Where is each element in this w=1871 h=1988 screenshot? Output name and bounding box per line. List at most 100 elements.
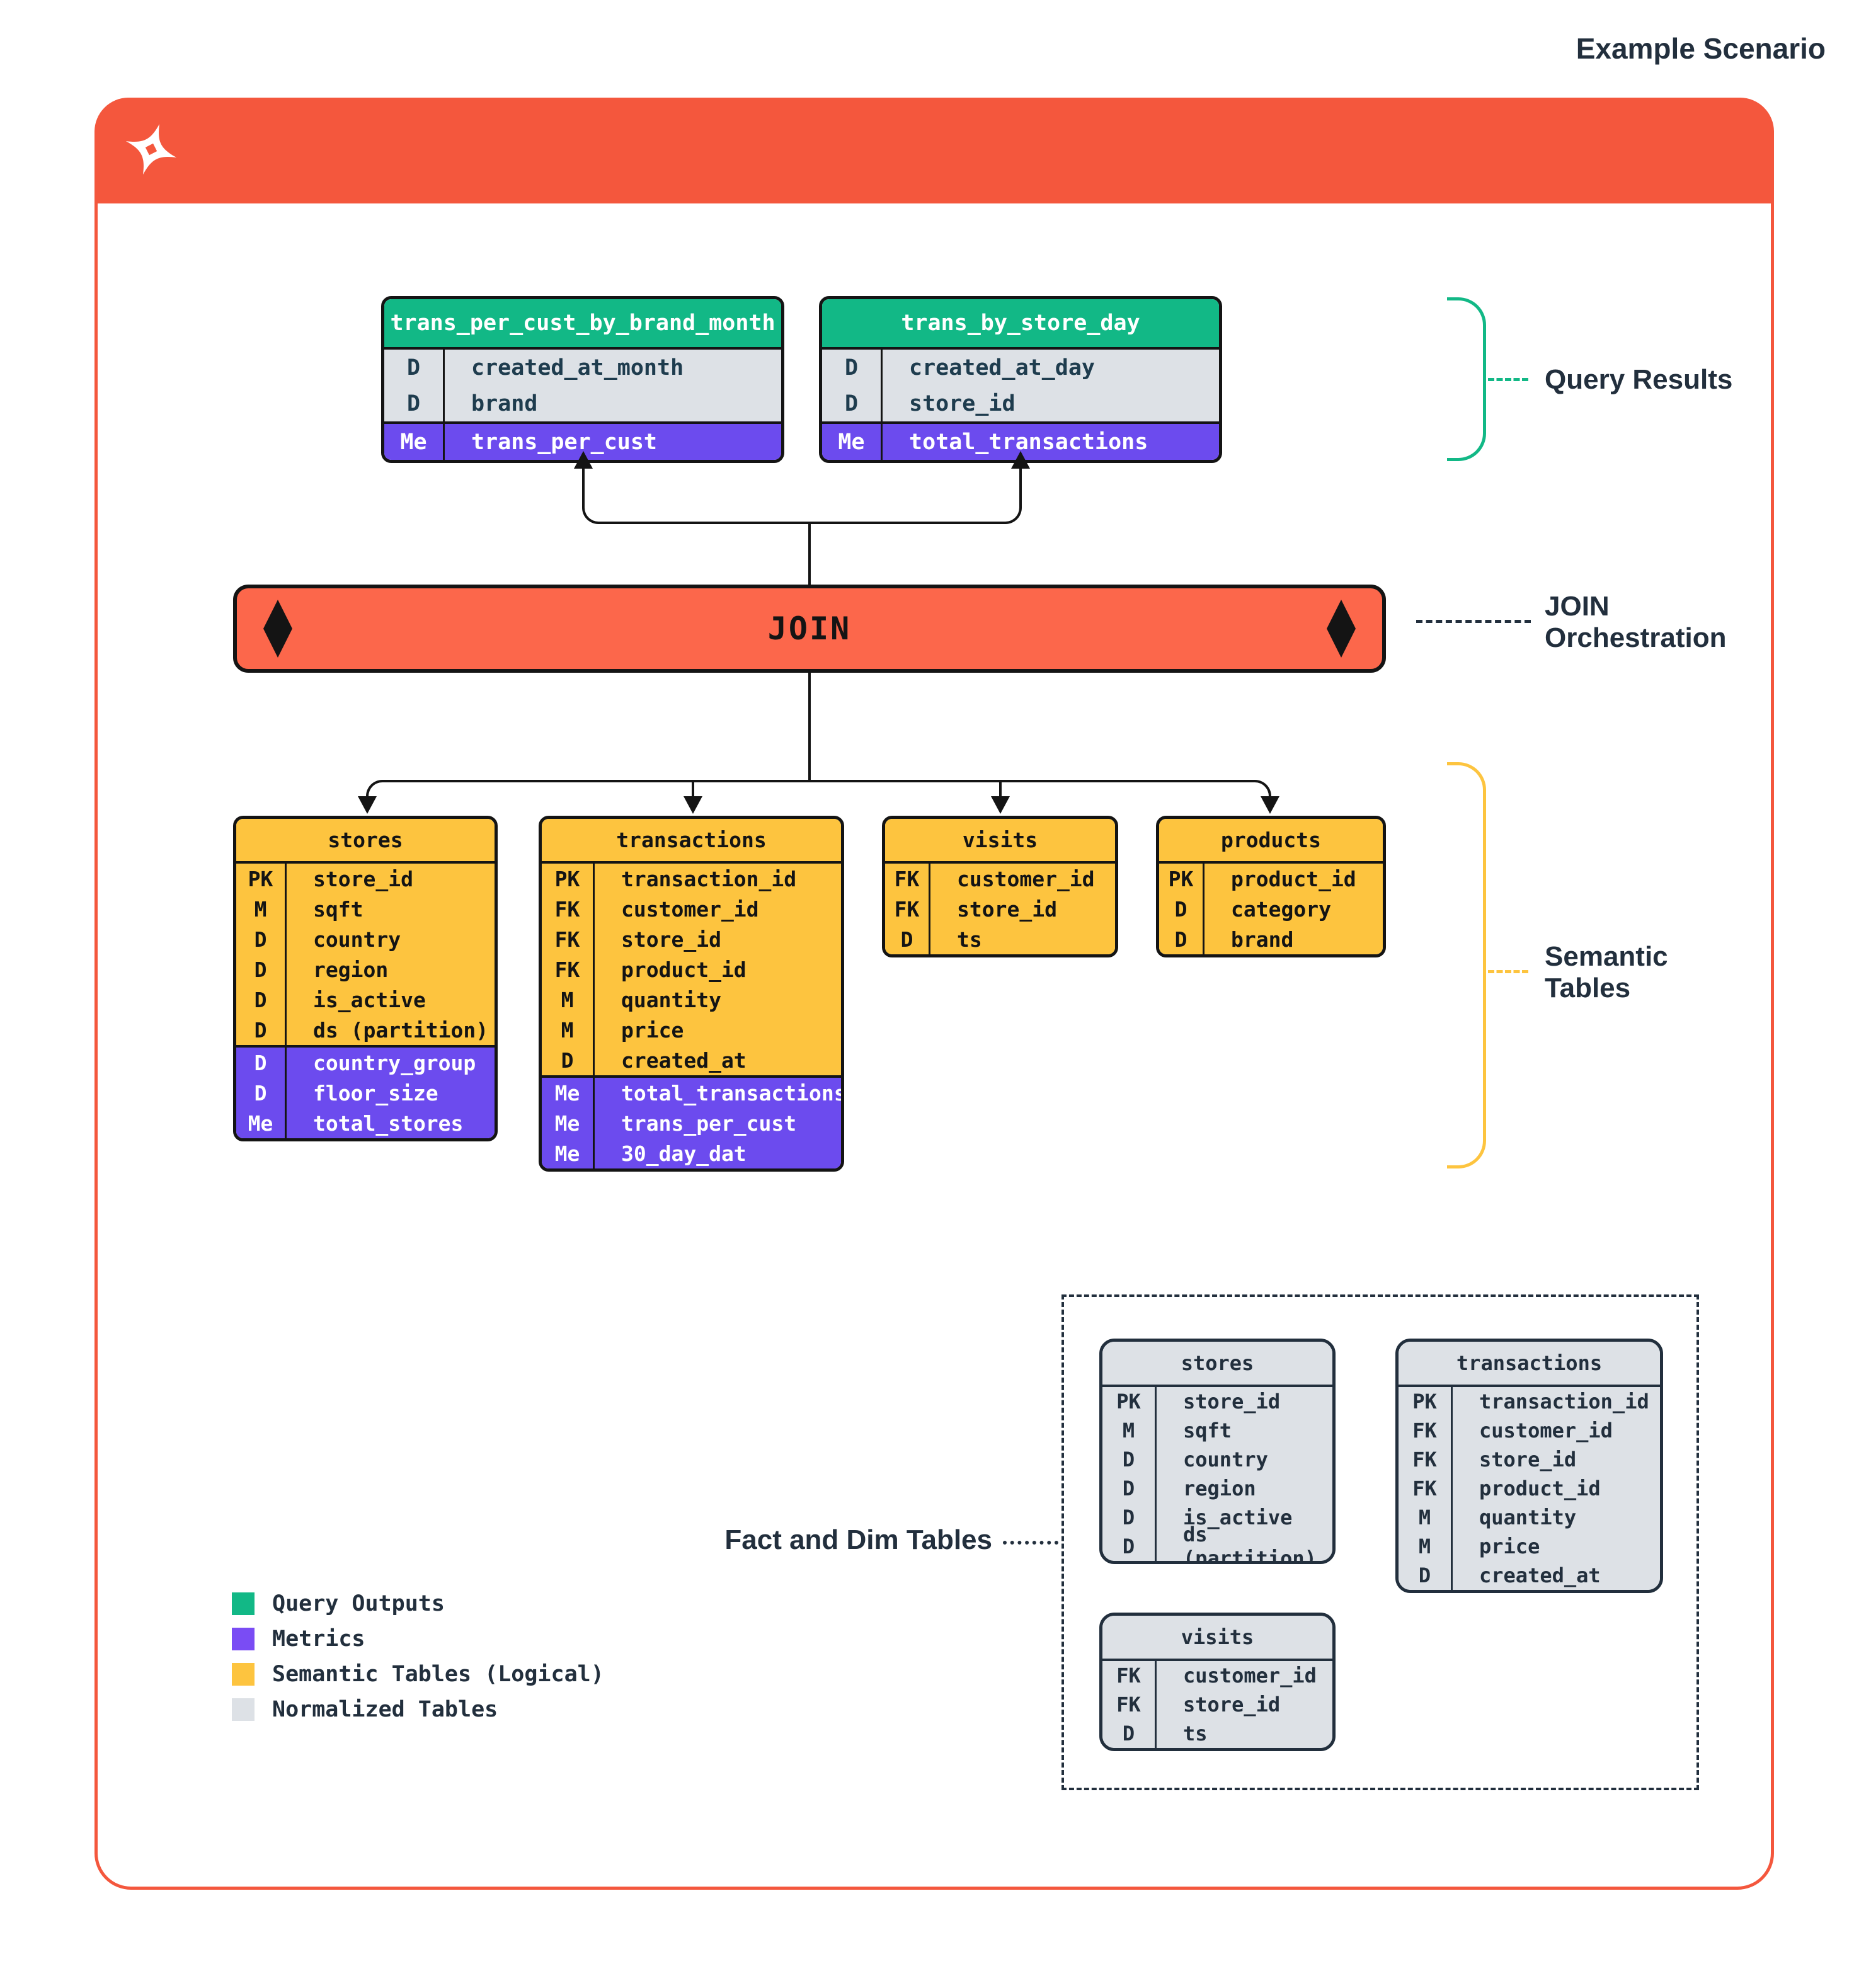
row-key: FK	[1412, 1448, 1437, 1471]
row-name: region	[313, 957, 389, 982]
bracket-semantic-tables	[1447, 762, 1486, 1168]
arrowhead-to-products	[1261, 796, 1279, 814]
row-key: FK	[554, 896, 580, 922]
row-name: ds (partition)	[1183, 1522, 1317, 1564]
row-key: D	[1122, 1448, 1135, 1471]
legend-item: Metrics	[232, 1621, 604, 1657]
table-title: visits	[1102, 1616, 1332, 1659]
row-key: D	[900, 927, 913, 952]
legend-swatch	[232, 1663, 255, 1686]
row-key: M	[561, 1017, 574, 1043]
row-key: D	[406, 391, 421, 416]
row-name: quantity	[1479, 1505, 1577, 1529]
legend-swatch	[232, 1592, 255, 1615]
row-key: FK	[1412, 1477, 1437, 1500]
connector-join-stem-down	[808, 673, 811, 781]
row-key: PK	[1412, 1390, 1437, 1414]
row-name: quantity	[621, 987, 721, 1012]
page-title: Example Scenario	[1576, 32, 1826, 65]
row-key: FK	[554, 957, 580, 982]
arrowhead-to-transactions	[684, 796, 702, 814]
connector-join-stem-up	[808, 523, 811, 586]
row-key: FK	[1412, 1419, 1437, 1442]
row-key: D	[1174, 927, 1187, 952]
row-key: D	[254, 957, 267, 982]
row-name: price	[1479, 1534, 1540, 1558]
connector-join-to-results	[582, 467, 1022, 524]
row-key: M	[1418, 1534, 1431, 1558]
table-title: transactions	[542, 819, 841, 861]
row-name: total_stores	[313, 1111, 464, 1136]
dashed-connector-query-results	[1488, 378, 1528, 381]
table-title: visits	[885, 819, 1115, 861]
row-name: created_at	[1479, 1563, 1601, 1587]
row-key: M	[561, 987, 574, 1012]
row-key: Me	[554, 1111, 580, 1136]
row-name: total_transactions	[909, 429, 1148, 455]
label-fact-and-dim: Fact and Dim Tables	[724, 1524, 992, 1555]
row-key: D	[1122, 1722, 1135, 1745]
row-name: created_at_day	[909, 355, 1096, 380]
row-name: total_transactions	[621, 1080, 844, 1105]
row-name: product_id	[621, 957, 747, 982]
row-name: country_group	[313, 1050, 476, 1075]
row-name: customer_id	[957, 866, 1095, 891]
row-key: D	[844, 355, 859, 380]
row-key: D	[254, 927, 267, 952]
legend-label: Semantic Tables (Logical)	[272, 1662, 604, 1687]
row-name: store_id	[313, 866, 413, 891]
row-name: customer_id	[621, 896, 759, 922]
row-key: D	[561, 1048, 574, 1073]
table-title: products	[1159, 819, 1383, 861]
row-name: store_id	[957, 896, 1057, 922]
join-label: JOIN	[767, 610, 852, 647]
table-title: stores	[236, 819, 495, 861]
legend-swatch	[232, 1698, 255, 1721]
diamond-icon	[1327, 600, 1356, 658]
row-key: D	[254, 1080, 267, 1105]
row-key: D	[1122, 1505, 1135, 1529]
row-name: ts	[1183, 1722, 1208, 1745]
dashed-connector-join	[1416, 620, 1531, 623]
name-column: total_transactions	[883, 424, 1219, 460]
star-icon	[125, 123, 177, 175]
connector-join-to-semantic	[366, 780, 1271, 799]
row-name: store_id	[1479, 1448, 1577, 1471]
name-column: created_at_day store_id	[883, 350, 1219, 421]
legend-swatch	[232, 1628, 255, 1650]
row-name: brand	[1231, 927, 1294, 952]
arrowhead-to-stores	[358, 796, 377, 814]
join-bar: JOIN	[233, 585, 1386, 673]
arrowhead-to-qr2	[1011, 451, 1030, 469]
row-key: D	[1122, 1534, 1135, 1558]
label-semantic-tables-line1: Semantic	[1545, 941, 1668, 972]
row-name: store_id	[909, 391, 1016, 416]
label-query-results: Query Results	[1545, 364, 1733, 395]
row-key: D	[1122, 1477, 1135, 1500]
row-name: created_at_month	[471, 355, 684, 380]
legend-item: Query Outputs	[232, 1586, 604, 1621]
row-key: D	[254, 1050, 267, 1075]
row-name: trans_per_cust	[471, 429, 658, 455]
row-key: PK	[554, 866, 580, 891]
row-name: trans_per_cust	[621, 1111, 797, 1136]
key-column: Me	[384, 424, 445, 460]
row-key: Me	[400, 429, 427, 455]
